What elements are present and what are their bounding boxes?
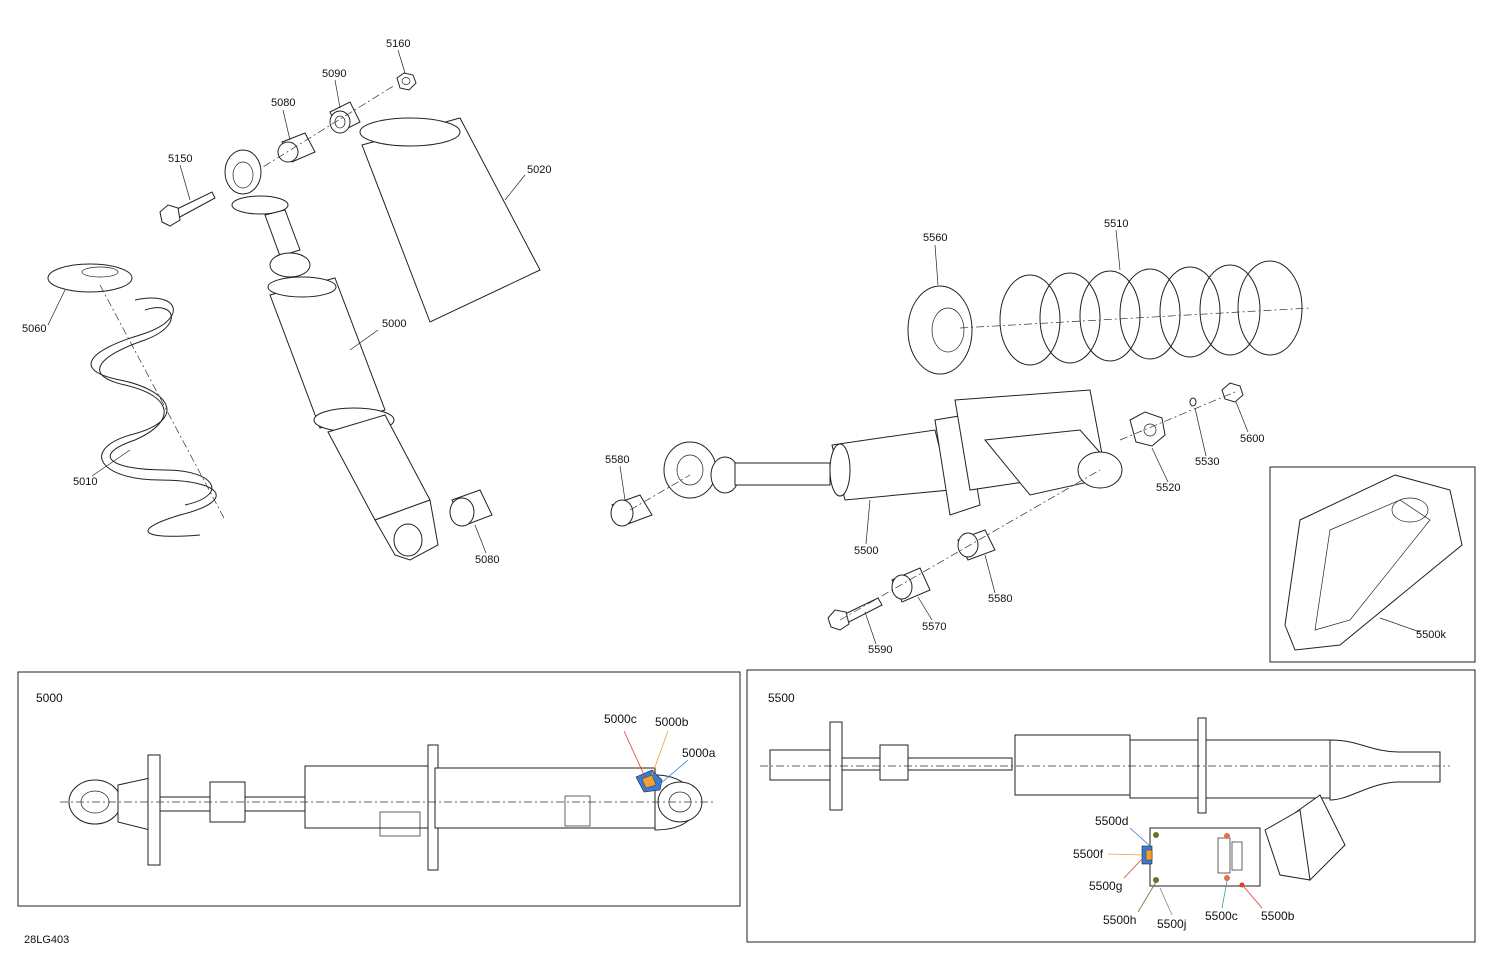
inset-5000-shock-drawing: [60, 730, 715, 871]
inset-5000-title: 5000: [36, 691, 63, 705]
callout-5500h: 5500h: [1103, 913, 1137, 927]
part-5580-bushing-left: [610, 494, 653, 527]
callout-5090: 5090: [322, 68, 347, 80]
part-5590-bolt: [827, 597, 883, 631]
callout-5160: 5160: [386, 38, 411, 50]
callout-5520: 5520: [1156, 482, 1181, 494]
callout-5080-top: 5080: [271, 97, 296, 109]
part-5020-cover: [359, 117, 541, 323]
part-5060-spring-seat: [47, 263, 133, 293]
callout-5020: 5020: [527, 164, 552, 176]
callout-5500b: 5500b: [1261, 909, 1295, 923]
callout-5500: 5500: [854, 545, 879, 557]
part-5090-bushing: [329, 101, 361, 134]
part-5150-bolt: [159, 191, 216, 227]
part-5500-shock: [663, 389, 1123, 516]
part-5600-nut: [1221, 382, 1244, 403]
callout-5500j: 5500j: [1157, 917, 1187, 931]
part-5520-knob: [1129, 411, 1166, 447]
callout-5000: 5000: [382, 318, 407, 330]
callout-5080-bottom: 5080: [475, 554, 500, 566]
callout-5000b: 5000b: [655, 715, 689, 729]
part-5000-shock-body: [267, 276, 439, 561]
detail-box-5500k: [1269, 466, 1476, 663]
callout-5590: 5590: [868, 644, 893, 656]
callout-5500g: 5500g: [1089, 879, 1123, 893]
callout-5560: 5560: [923, 232, 948, 244]
part-5510-spring: [959, 260, 1311, 366]
part-5530-clip: [1189, 397, 1197, 407]
callout-5000a: 5000a: [682, 746, 716, 760]
callout-5000c: 5000c: [604, 712, 637, 726]
inset-5500-title: 5500: [768, 691, 795, 705]
part-5080-bushing-top: [277, 132, 316, 163]
part-5080-bushing-bottom: [449, 489, 493, 527]
callout-5600: 5600: [1240, 433, 1265, 445]
callout-5150: 5150: [168, 153, 193, 165]
part-5010-spring: [90, 284, 226, 537]
callout-5570: 5570: [922, 621, 947, 633]
inset-5500-shock-drawing: [760, 717, 1450, 916]
diagram-code: 28LG403: [24, 934, 70, 946]
callout-5530: 5530: [1195, 456, 1220, 468]
inset-panel-5500: [746, 669, 1476, 943]
part-5570-spacer: [891, 567, 931, 603]
callout-5510: 5510: [1104, 218, 1129, 230]
callout-5500d: 5500d: [1095, 814, 1129, 828]
callout-5500k: 5500k: [1416, 629, 1446, 641]
callout-5580-left: 5580: [605, 454, 630, 466]
callout-5500c: 5500c: [1205, 909, 1238, 923]
part-5500k-cutaway: [1284, 474, 1463, 651]
part-5160-nut: [396, 72, 417, 91]
inset-panel-5000: [17, 671, 741, 907]
part-5000-shock-top-mount: [224, 149, 311, 278]
callout-5010: 5010: [73, 476, 98, 488]
part-5580-bushing-right: [957, 529, 996, 561]
leader-lines: [47, 49, 1421, 645]
callout-5580-right: 5580: [988, 593, 1013, 605]
callout-5500f: 5500f: [1073, 847, 1104, 861]
part-5560-spring-retainer: [907, 285, 973, 375]
callout-5060: 5060: [22, 323, 47, 335]
